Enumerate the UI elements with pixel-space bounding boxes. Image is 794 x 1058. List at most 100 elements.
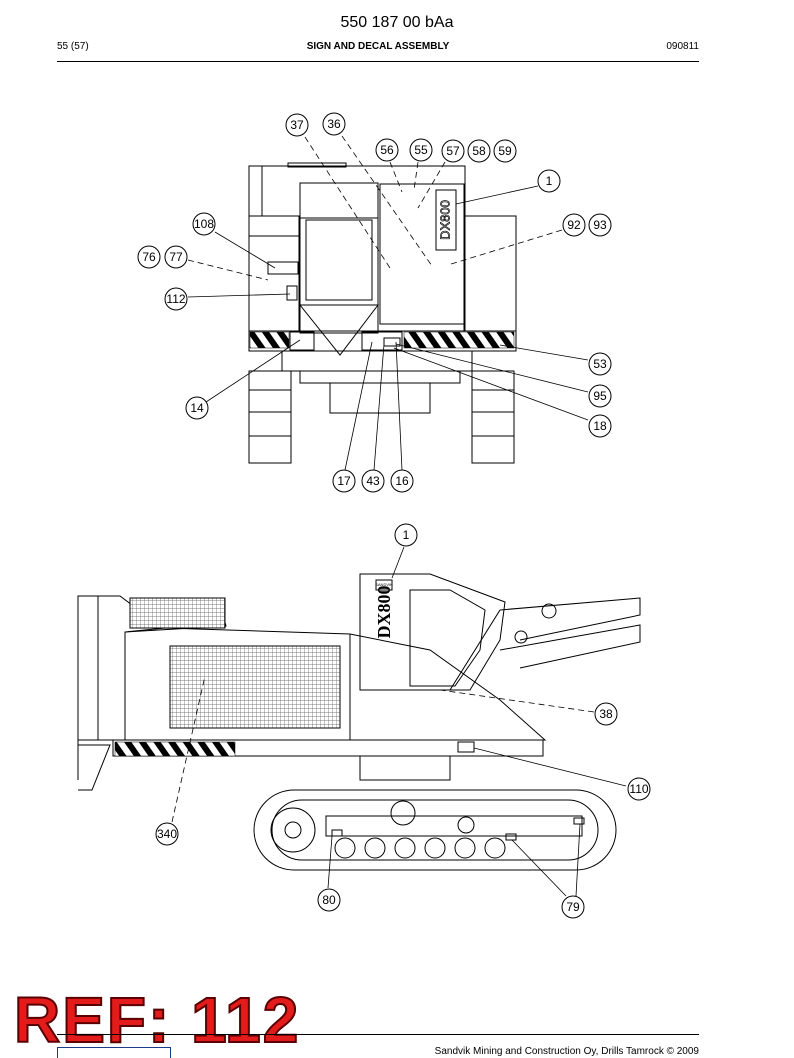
callout-14: 14 [185,396,209,420]
callout-58: 58 [467,139,491,163]
callout-label: 1 [403,528,410,542]
callout-79: 79 [561,895,585,919]
callout-circle [588,384,612,408]
callout-circle [137,245,161,269]
side-brand-tag: SANDVIK [375,582,393,587]
callout-38: 38 [594,702,618,726]
callout-110: 110 [627,777,651,801]
callout-76: 76 [137,245,161,269]
callout-label: 36 [327,117,341,131]
callout-label: 16 [395,474,409,488]
callout-77: 77 [164,245,188,269]
callout-circle [164,287,188,311]
callout-16: 16 [390,469,414,493]
callout-93: 93 [588,213,612,237]
callout-label: 76 [142,250,156,264]
callout-57: 57 [441,139,465,163]
callout-label: 37 [290,118,304,132]
callout-53: 53 [588,352,612,376]
callout-17: 17 [332,469,356,493]
callout-circle [185,396,209,420]
header-divider [57,61,699,62]
rear-view-drawing [248,162,517,464]
page-number: 55 (57) [57,41,89,52]
callout-95: 95 [588,384,612,408]
callout-label: 79 [566,900,580,914]
hazard-stripe-left [249,331,290,349]
callout-340: 340 [155,822,179,846]
callout-label: 92 [567,218,581,232]
callout-circle [594,702,618,726]
callout-circle [627,777,651,801]
callout-37: 37 [285,113,309,137]
callout-label: 59 [498,144,512,158]
callout-56: 56 [375,138,399,162]
callout-circle [588,414,612,438]
callout-59: 59 [493,139,517,163]
callout-circle [588,352,612,376]
footer-copyright: Sandvik Mining and Construction Oy, Dril… [434,1046,699,1057]
callout-18: 18 [588,414,612,438]
callout-label: 57 [446,144,460,158]
callout-55: 55 [409,138,433,162]
callout-label: 112 [166,292,185,306]
header-row: 55 (57) SIGN AND DECAL ASSEMBLY 090811 [57,41,699,55]
callout-1: 1 [537,169,561,193]
technical-drawing: DX800 [77,112,651,919]
callout-label: 77 [169,250,183,264]
reference-stamp: REF: 112 [13,984,301,1056]
callout-circle [322,112,346,136]
callout-circle [467,139,491,163]
document-date: 090811 [666,41,699,52]
callout-label: 110 [629,782,648,796]
callout-circle [317,888,341,912]
callout-label: 56 [380,143,394,157]
callout-circle [537,169,561,193]
callout-108: 108 [192,212,216,236]
callout-circle [375,138,399,162]
callout-label: 14 [190,401,204,415]
callout-36: 36 [322,112,346,136]
callout-circle [390,469,414,493]
callout-92: 92 [562,213,586,237]
callout-circle [285,113,309,137]
callout-circle [561,895,585,919]
callout-list: 37 36 56 55 57 58 59 1 108 92 93 76 77 112 53 95 14 18 17 4… [137,112,651,919]
callout-label: 1 [546,174,553,188]
footer-divider [57,1034,699,1035]
callout-circle [588,213,612,237]
section-title: SIGN AND DECAL ASSEMBLY [306,41,450,52]
callout-label: 43 [366,474,380,488]
callout-circle [562,213,586,237]
callout-80: 80 [317,888,341,912]
callout-circle [394,523,418,547]
callout-circle [493,139,517,163]
side-hazard-stripe [114,741,236,757]
callout-label: 58 [472,144,486,158]
callout-43: 43 [361,469,385,493]
callout-label: 55 [414,143,428,157]
document-number: 550 187 00 bAa [340,14,454,31]
callout-label: 17 [337,474,351,488]
callout-circle [441,139,465,163]
callout-label: 53 [593,357,607,371]
callout-circle [409,138,433,162]
side-view-drawing [77,573,641,871]
callout-label: 340 [157,827,177,841]
callout-112: 112 [164,287,188,311]
callout-label: 93 [593,218,607,232]
side-view-leaders [171,546,627,897]
callout-circle [164,245,188,269]
callout-circle [155,822,179,846]
callout-label: 80 [322,893,336,907]
rear-view-leaders [187,135,589,471]
callout-circle [361,469,385,493]
callout-circle [332,469,356,493]
callout-circle [192,212,216,236]
callout-label: 38 [599,707,613,721]
callout-label: 18 [593,419,607,433]
hazard-stripe-right [403,331,515,349]
rear-machine-label: DX800 [437,200,452,240]
callout-label: 95 [593,389,607,403]
side-machine-label: DX800 [374,586,394,639]
